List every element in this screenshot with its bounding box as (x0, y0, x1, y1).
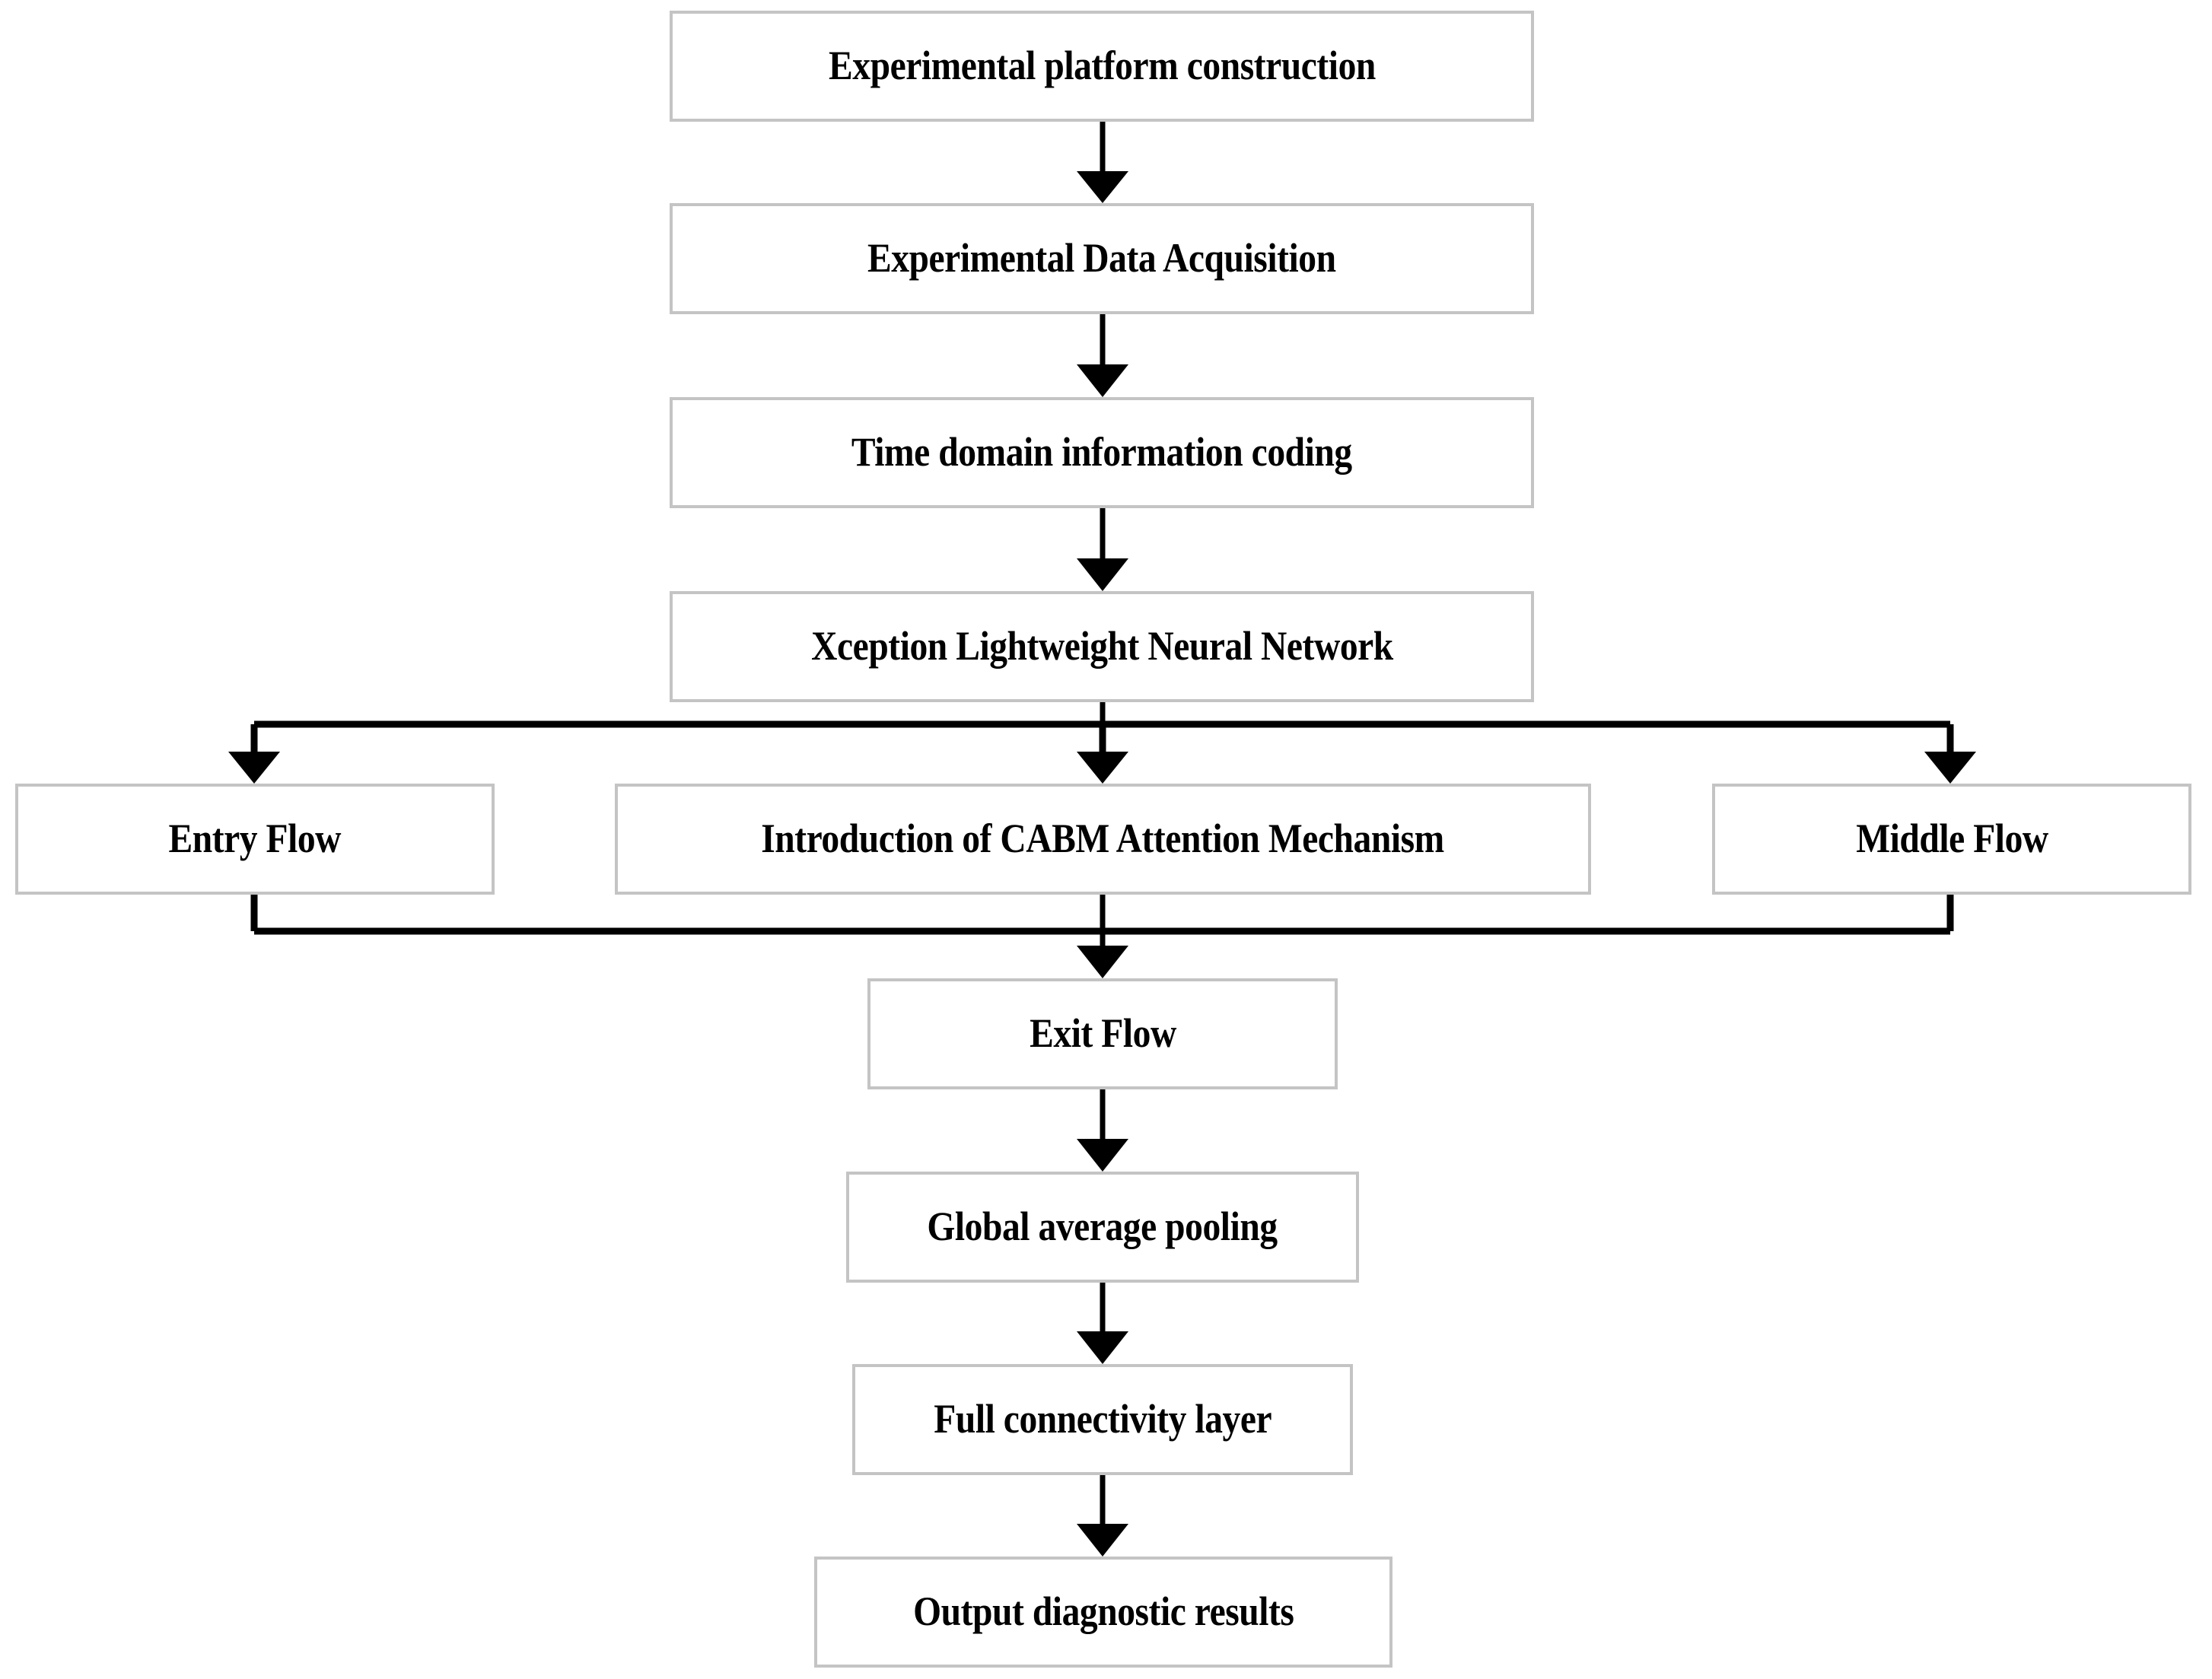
merge-bus-above-exit-flow (250, 895, 1954, 978)
arrow-coding-to-xception (1077, 508, 1128, 591)
node-xception-lightweight-neural-network[interactable]: Xception Lightweight Neural Network (670, 591, 1534, 702)
node-label: Full connectivity layer (934, 1396, 1272, 1442)
node-label: Global average pooling (927, 1204, 1278, 1250)
split-bus-below-xception (254, 702, 1950, 728)
node-experimental-platform-construction[interactable]: Experimental platform construction (670, 11, 1534, 122)
node-label: Introduction of CABM Attention Mechanism (761, 816, 1445, 862)
node-experimental-data-acquisition[interactable]: Experimental Data Acquisition (670, 203, 1534, 314)
node-introduction-of-cabm-attention-mechanism[interactable]: Introduction of CABM Attention Mechanism (615, 784, 1591, 895)
arrow-exit-flow-to-pooling (1077, 1089, 1128, 1172)
node-label: Xception Lightweight Neural Network (810, 623, 1393, 669)
arrow-acquisition-to-coding (1077, 314, 1128, 397)
node-label: Exit Flow (1029, 1010, 1176, 1057)
arrow-platform-to-acquisition (1077, 122, 1128, 203)
node-label: Middle Flow (1855, 816, 2048, 862)
node-time-domain-information-coding[interactable]: Time domain information coding (670, 397, 1534, 508)
arrow-pooling-to-full-connectivity (1077, 1283, 1128, 1364)
split-xception-to-middle-flow (1924, 724, 1976, 784)
node-label: Experimental platform construction (828, 43, 1376, 89)
node-label: Time domain information coding (851, 429, 1352, 475)
arrow-full-connectivity-to-output (1077, 1475, 1128, 1557)
split-xception-to-cabm (1077, 724, 1128, 784)
node-label: Entry Flow (168, 816, 342, 862)
node-global-average-pooling[interactable]: Global average pooling (846, 1172, 1359, 1283)
split-xception-to-entry-flow (228, 724, 280, 784)
node-label: Experimental Data Acquisition (867, 235, 1336, 281)
node-middle-flow[interactable]: Middle Flow (1712, 784, 2191, 895)
node-exit-flow[interactable]: Exit Flow (867, 978, 1338, 1089)
node-label: Output diagnostic results (912, 1588, 1294, 1635)
node-entry-flow[interactable]: Entry Flow (15, 784, 495, 895)
node-full-connectivity-layer[interactable]: Full connectivity layer (852, 1364, 1353, 1475)
node-output-diagnostic-results[interactable]: Output diagnostic results (814, 1557, 1392, 1668)
